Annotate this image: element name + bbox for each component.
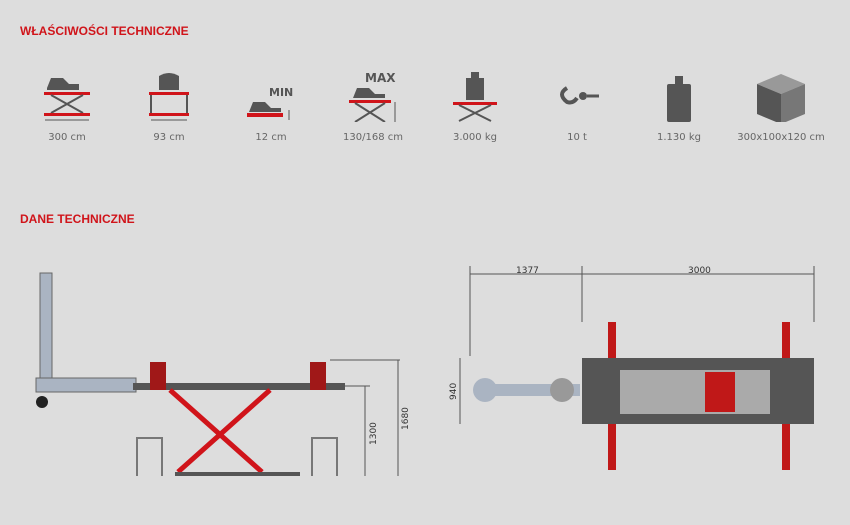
- section-title-properties: WŁAŚCIWOŚCI TECHNICZNE: [20, 24, 189, 38]
- spec-label: 300x100x120 cm: [737, 132, 825, 143]
- spec-label: 1.130 kg: [657, 132, 701, 143]
- spec-label: 3.000 kg: [453, 132, 497, 143]
- top-view-drawing: 1377 3000 940: [449, 266, 815, 470]
- package-box-icon: [757, 74, 805, 122]
- spec-label: 130/168 cm: [343, 132, 403, 143]
- spec-width: 93 cm: [119, 62, 219, 147]
- svg-text:940: 940: [449, 383, 459, 400]
- weight-icon: [667, 76, 691, 122]
- spec-package: 300x100x120 cm: [731, 62, 831, 147]
- side-view-drawing: 1300 1680: [35, 272, 411, 476]
- lift-length-icon: [44, 78, 90, 121]
- spec-label: 12 cm: [255, 132, 287, 143]
- spec-length: 300 cm: [17, 62, 117, 147]
- spec-weight: 1.130 kg: [629, 62, 729, 147]
- svg-text:MAX: MAX: [365, 71, 396, 85]
- lift-width-icon: [149, 73, 189, 121]
- svg-text:3000: 3000: [688, 266, 711, 276]
- lift-capacity-icon: [453, 72, 497, 122]
- spec-max-height: MAX 130/168 cm: [323, 62, 423, 147]
- max-height-icon: MAX: [349, 71, 396, 122]
- spec-capacity: 3.000 kg: [425, 62, 525, 147]
- spec-label: 93 cm: [153, 132, 185, 143]
- spec-label: 300 cm: [48, 132, 86, 143]
- svg-text:1680: 1680: [401, 407, 411, 430]
- spec-label: 10 t: [567, 132, 587, 143]
- svg-text:MIN: MIN: [269, 86, 293, 99]
- svg-text:1377: 1377: [516, 266, 539, 276]
- svg-text:1300: 1300: [369, 422, 379, 445]
- spec-min-height: MIN 12 cm: [221, 62, 321, 147]
- section-title-technical: DANE TECHNICZNE: [20, 212, 135, 226]
- spec-pull-force: 10 t: [527, 62, 627, 147]
- pull-force-hook-icon: [560, 86, 599, 105]
- min-height-icon: MIN: [247, 86, 293, 120]
